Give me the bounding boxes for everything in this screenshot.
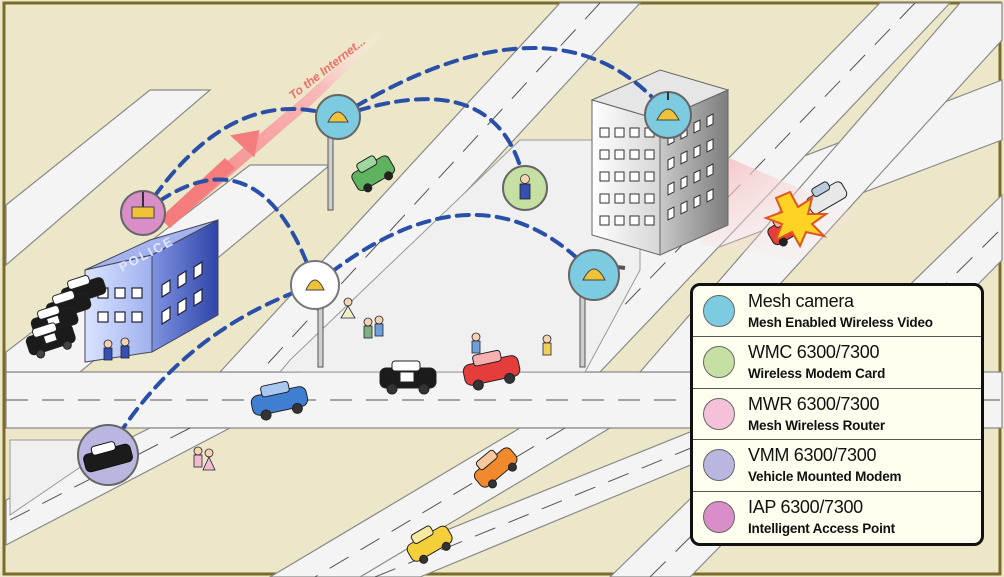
woman-pedestrian <box>340 297 356 319</box>
cars <box>25 155 848 564</box>
orange-car <box>473 447 518 489</box>
iap-node <box>120 190 166 236</box>
legend-item-title: IAP 6300/7300 <box>748 496 863 517</box>
legend-item-subtitle: Wireless Modem Card <box>748 366 886 382</box>
legend-item-title: MWR 6300/7300 <box>748 393 880 414</box>
legend-item-title: VMM 6300/7300 <box>748 445 877 466</box>
legend-item-subtitle: Vehicle Mounted Modem <box>748 469 902 485</box>
pedestrians <box>103 297 552 471</box>
legend-item-title: Mesh camera <box>748 291 854 311</box>
mesh-camera-node-building <box>644 91 692 139</box>
legend-item-title: WMC 6300/7300 <box>748 342 880 363</box>
link-iap-lamp1 <box>141 107 340 215</box>
link-iap-lamp2 <box>141 177 317 287</box>
mwr-icon <box>703 397 735 430</box>
wmc-node-officer <box>502 165 548 211</box>
link-lamp2-lamp3 <box>313 212 596 287</box>
yellow-car <box>406 525 453 564</box>
mesh-camera-node-lamp1 <box>315 94 361 140</box>
mesh-camera-icon <box>703 295 735 327</box>
blue-car <box>250 380 309 421</box>
wmc-icon <box>703 346 735 379</box>
office-building <box>590 69 730 256</box>
red-car-road <box>462 349 521 391</box>
legend-item-subtitle: Mesh Wireless Router <box>748 417 885 433</box>
green-car <box>351 155 396 193</box>
pedestrian-blue <box>471 332 481 354</box>
parked-police-cars <box>25 274 107 359</box>
iap-icon <box>703 500 735 533</box>
link-lamp1-camera <box>336 46 670 119</box>
pedestrian-yellow <box>542 334 552 356</box>
officer-pair <box>103 337 130 361</box>
police-car-road <box>379 360 437 395</box>
pedestrian-pair-bottom <box>193 446 216 471</box>
couple-pedestrian <box>363 315 384 339</box>
crash-burst-icon <box>763 190 830 249</box>
vmm-icon <box>703 449 735 482</box>
vmm-node-police-car <box>77 424 139 486</box>
legend-item-subtitle: Mesh Enabled Wireless Video <box>748 315 933 330</box>
legend-item-subtitle: Intelligent Access Point <box>748 520 895 536</box>
link-lamp1-wmc <box>336 97 527 187</box>
mwr-node-lamp2 <box>290 260 340 310</box>
mesh-links <box>106 46 670 454</box>
network-nodes <box>77 91 692 486</box>
mesh-camera-node-lamp3 <box>568 249 620 301</box>
white-car-crash <box>806 181 848 215</box>
